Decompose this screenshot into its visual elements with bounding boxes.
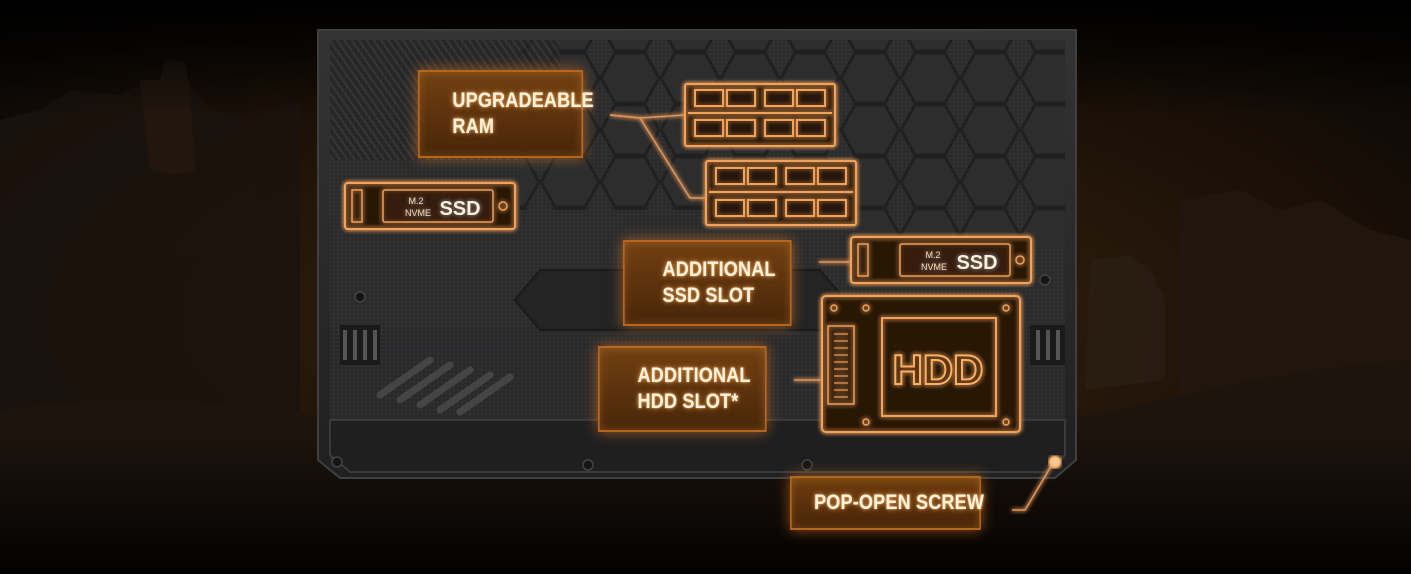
callout-text-line: SSD SLOT bbox=[662, 284, 755, 307]
ram-module-bottom bbox=[705, 160, 857, 226]
connector-lines bbox=[609, 114, 1054, 511]
callout-text-line: HDD SLOT* bbox=[637, 390, 739, 413]
callout-text-line: POP-OPEN SCREW bbox=[814, 491, 985, 514]
ssd-module-right: M.2 NVME SSD bbox=[850, 236, 1032, 284]
callout-text-line: ADDITIONAL bbox=[637, 364, 751, 387]
pop-open-screw-callout: POP-OPEN SCREW bbox=[790, 476, 985, 530]
ssd-right-label: SSD bbox=[956, 252, 997, 274]
ram-module-top bbox=[684, 83, 836, 147]
pop-open-screw-marker bbox=[1049, 456, 1061, 468]
upgradeable-ram-callout: UPGRADEABLE RAM bbox=[418, 70, 594, 158]
hdd-label: HDD bbox=[893, 346, 984, 393]
chassis-screws bbox=[331, 274, 1051, 471]
hdd-drive: HDD bbox=[821, 295, 1021, 433]
ssd-left-small-top: M.2 bbox=[408, 196, 423, 206]
additional-hdd-slot-callout: ADDITIONAL HDD SLOT* bbox=[598, 346, 767, 432]
callout-text-line: ADDITIONAL bbox=[662, 258, 776, 281]
ssd-left-small-bottom: NVME bbox=[405, 208, 431, 218]
ssd-module-left: M.2 NVME SSD bbox=[344, 182, 516, 230]
callout-text-line: RAM bbox=[452, 115, 495, 138]
additional-ssd-slot-callout: ADDITIONAL SSD SLOT bbox=[623, 240, 792, 326]
ssd-left-label: SSD bbox=[439, 198, 480, 220]
callout-text-line: UPGRADEABLE bbox=[452, 89, 594, 112]
ssd-right-small-top: M.2 bbox=[925, 250, 940, 260]
ssd-right-small-bottom: NVME bbox=[921, 262, 947, 272]
